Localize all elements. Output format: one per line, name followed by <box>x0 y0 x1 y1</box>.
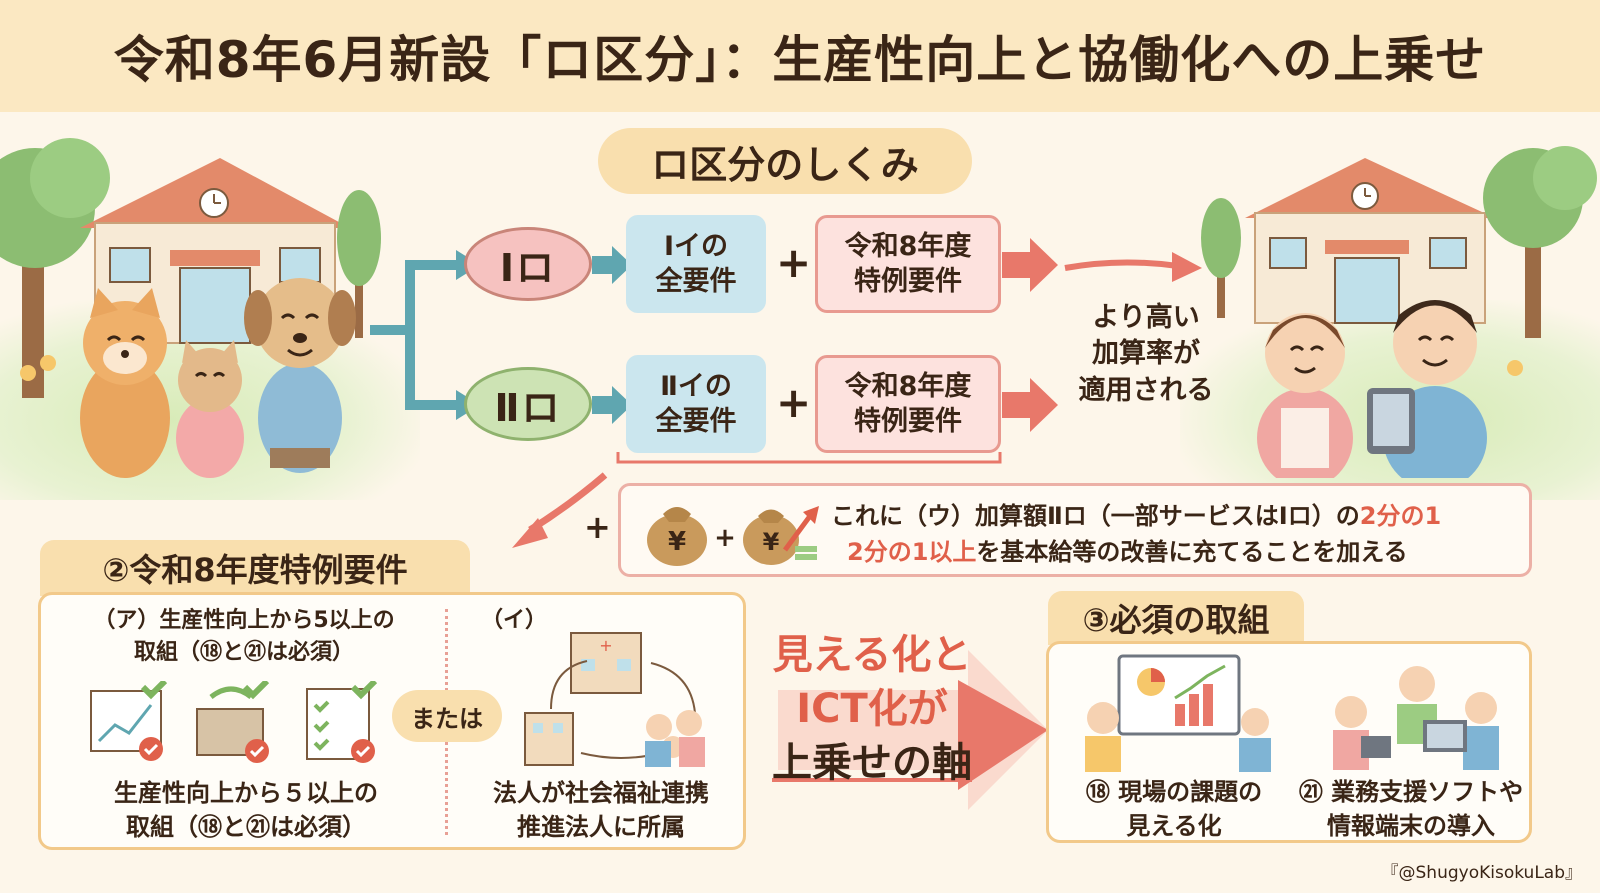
option-a-label-line2: 取組（⑱と㉑は必須） <box>133 639 354 665</box>
tier-2-special-line2: 特例要件 <box>853 406 962 437</box>
option-a-caption: 生産性向上から５以上の 取組（⑱と㉑は必須） <box>81 777 411 844</box>
axis-line3: 上乗せの軸 <box>772 740 972 786</box>
required-initiatives-heading: ③必須の取組 <box>1048 591 1304 645</box>
welfare-network-illustration: + <box>524 632 705 767</box>
item-21-caption: ㉑ 業務支援ソフトや 情報端末の導入 <box>1293 776 1529 843</box>
option-i-caption: 法人が社会福祉連携 推進法人に所属 <box>461 777 741 844</box>
option-a-caption-line2: 取組（⑱と㉑は必須） <box>126 812 366 841</box>
axis-arrow <box>778 650 1048 810</box>
item-18-caption: ⑱ 現場の課題の 見える化 <box>1059 776 1289 843</box>
tier-2-special-line1: 令和8年度 <box>844 370 972 402</box>
svg-text:+: + <box>599 636 612 655</box>
svg-text:+: + <box>714 523 736 553</box>
addition-line1-pre: これに（ウ）加算額Ⅱロ（一部サービスはⅠロ）の <box>831 502 1360 530</box>
item-21-line2: 情報端末の導入 <box>1327 811 1495 840</box>
svg-text:¥: ¥ <box>668 527 686 557</box>
plus-icon: + <box>776 238 812 287</box>
addition-condition-box: ¥ + ¥ これに（ウ）加算額Ⅱロ（一部サービスはⅠロ）の2分の1 2分の1以上… <box>618 483 1532 577</box>
tier-1-special-line1: 令和8年度 <box>844 230 972 262</box>
higher-rate-line1: より高い <box>1092 302 1200 333</box>
higher-rate-text: より高い 加算率が 適用される <box>1056 300 1236 409</box>
higher-rate-line3: 適用される <box>1078 374 1214 406</box>
tier-1-base-line1: Ⅰイの <box>663 230 729 262</box>
mechanism-heading: ロ区分のしくみ <box>598 128 972 194</box>
addition-line2-highlight: 2分の1以上 <box>847 538 977 566</box>
option-i-caption-line1: 法人が社会福祉連携 <box>493 779 709 807</box>
axis-line1: 見える化と <box>772 632 972 678</box>
flow-arrows <box>370 238 1058 548</box>
addition-line2-post: を基本給等の改善に充てることを加える <box>976 538 1408 566</box>
addition-plus-icon: + <box>584 508 611 546</box>
option-i-caption-line2: 推進法人に所属 <box>517 812 685 841</box>
productivity-checklist-icons <box>90 681 378 763</box>
left-facility-illustration <box>0 138 381 478</box>
tier-1-special-line2: 特例要件 <box>853 266 962 297</box>
or-badge: または <box>392 690 502 742</box>
page-title: 令和8年6月新設「ロ区分」：生産性向上と協働化への上乗せ <box>113 31 1487 89</box>
tier-2-base-requirements: Ⅱイの 全要件 <box>626 355 766 453</box>
tier-1-base-line2: 全要件 <box>655 266 737 297</box>
tier-1-ro-oval: Ⅰロ <box>464 227 592 301</box>
tier-1-base-requirements: Ⅰイの 全要件 <box>626 215 766 313</box>
item-18-line1: ⑱ 現場の課題の <box>1085 778 1263 806</box>
visualization-meeting-illustration <box>1085 654 1271 772</box>
required-initiatives-panel: ⑱ 現場の課題の 見える化 ㉑ 業務支援ソフトや 情報端末の導入 <box>1046 641 1532 843</box>
right-facility-illustration <box>1201 146 1597 478</box>
special-requirements-heading: ②令和8年度特例要件 <box>40 540 470 596</box>
svg-text:¥: ¥ <box>763 528 780 556</box>
tier-2-ro-oval: Ⅱロ <box>464 367 592 441</box>
tier-2-special-requirements: 令和8年度 特例要件 <box>815 355 1001 453</box>
ict-devices-illustration <box>1333 666 1499 770</box>
watermark: 『@ShugyoKisokuLab』 <box>1381 863 1583 883</box>
option-a-label-line1: （ア）生産性向上から5以上の <box>93 608 395 633</box>
option-i-label: （イ） <box>481 608 548 633</box>
plus-icon: + <box>776 378 812 427</box>
item-21-line1: ㉑ 業務支援ソフトや <box>1298 778 1524 806</box>
tier-1-special-requirements: 令和8年度 特例要件 <box>815 215 1001 313</box>
axis-line2: ICT化が <box>796 686 948 732</box>
addition-condition-text: これに（ウ）加算額Ⅱロ（一部サービスはⅠロ）の2分の1 2分の1以上を基本給等の… <box>831 498 1521 570</box>
option-a-label: （ア）生産性向上から5以上の 取組（⑱と㉑は必須） <box>59 605 429 669</box>
result-arrow <box>1064 252 1202 282</box>
addition-line1-highlight: 2分の1 <box>1359 502 1442 530</box>
option-a-caption-line1: 生産性向上から５以上の <box>114 779 378 807</box>
item-18-line2: 見える化 <box>1126 811 1222 840</box>
higher-rate-line2: 加算率が <box>1092 338 1200 370</box>
tier-2-base-line2: 全要件 <box>655 406 737 437</box>
title-bar: 令和8年6月新設「ロ区分」：生産性向上と協働化への上乗せ <box>0 0 1600 112</box>
tier-2-base-line1: Ⅱイの <box>660 370 732 402</box>
money-bag-icon: ¥ + ¥ <box>647 506 819 566</box>
axis-message: 見える化と ICT化が 上乗せの軸 <box>752 628 992 790</box>
